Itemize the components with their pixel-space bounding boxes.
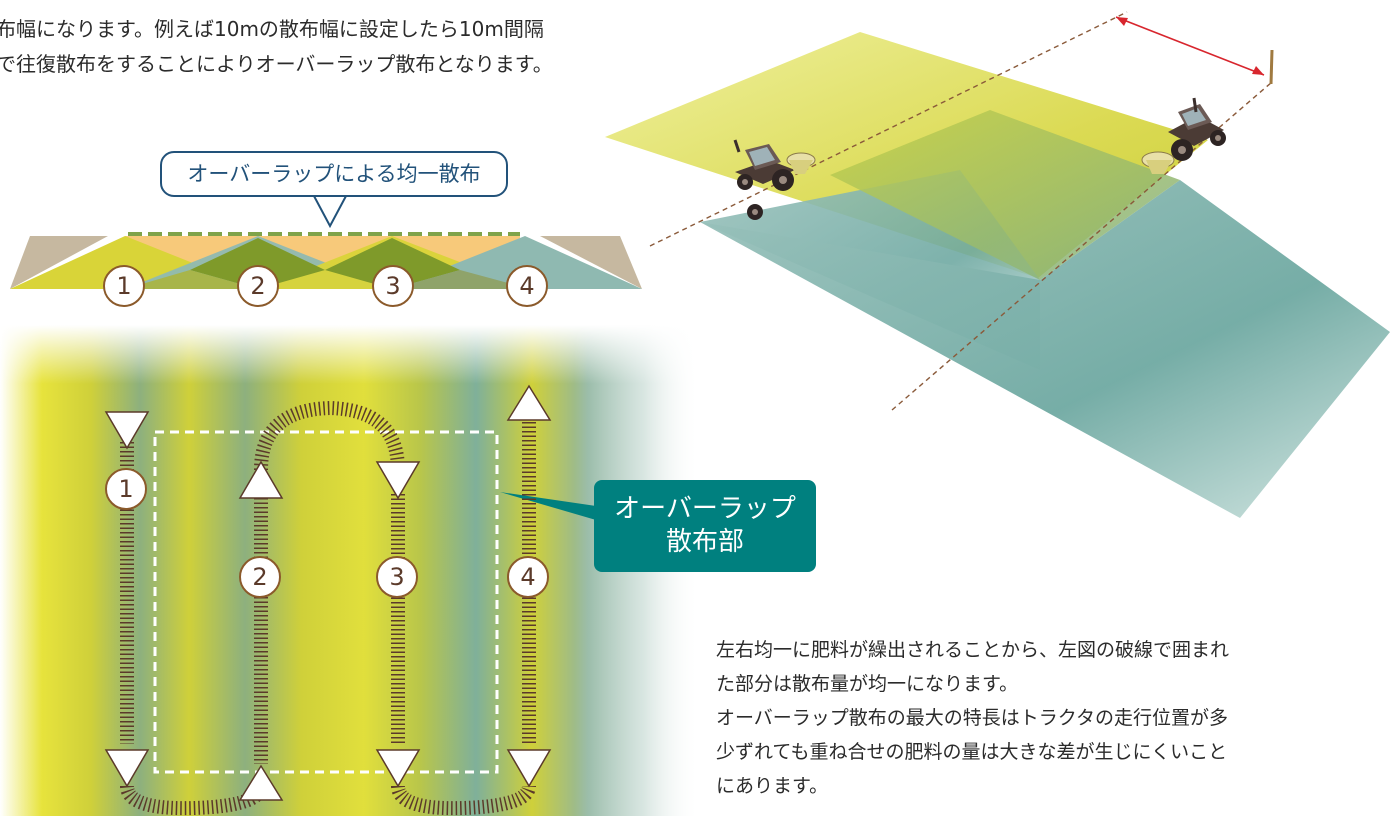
uniform-spread-callout: オーバーラップによる均一散布: [160, 151, 508, 197]
description-line-3: オーバーラップ散布の最大の特長はトラクタの走行位置が多: [716, 707, 1229, 729]
spread-width-arrow: [1115, 16, 1265, 76]
pass-number-2: 2: [237, 265, 279, 307]
ground-left: [10, 236, 108, 289]
description-line-5: にあります。: [716, 775, 829, 797]
pass-number-text: 1: [116, 272, 132, 300]
intro-line-2: で往復散布をすることによりオーバーラップ散布となります。: [0, 52, 553, 76]
description-line-2: た部分は散布量が均一になります。: [716, 673, 1019, 695]
ground-right: [540, 236, 642, 289]
callout-pointer: [313, 195, 347, 229]
description-text: 左右均一に肥料が繰出されることから、左図の破線で囲まれ た部分は散布量が均一にな…: [716, 633, 1376, 803]
overlap-label: オーバーラップ 散布部: [594, 480, 816, 572]
pass-number-text: 2: [250, 272, 266, 300]
field-pass-number-1: 1: [105, 468, 147, 510]
overlap-label-line-2: 散布部: [665, 527, 744, 557]
pass-number-text: 2: [252, 563, 268, 591]
pass-number-4: 4: [506, 265, 548, 307]
field-pass-number-3: 3: [376, 556, 418, 598]
description-line-4: 少ずれても重ね合せの肥料の量は大きな差が生じにくいこと: [716, 741, 1228, 763]
right-spread-teal: [700, 180, 1390, 518]
intro-line-1: 布幅になります。例えば10mの散布幅に設定したら10m間隔: [0, 17, 544, 41]
overlap-area-outline: [153, 430, 499, 774]
overlap-label-line-1: オーバーラップ: [614, 494, 796, 524]
arrow-up-4-top: [506, 384, 552, 421]
intro-text: 布幅になります。例えば10mの散布幅に設定したら10m間隔 で往復散布をすること…: [0, 12, 676, 82]
pass-number-text: 3: [385, 272, 401, 300]
arrow-down-4-bottom: [506, 749, 552, 788]
travel-line-left: [649, 11, 1128, 247]
arrow-up-2-bottom: [238, 764, 284, 801]
pass-number-text: 4: [520, 563, 536, 591]
tractor-right: [1141, 97, 1226, 174]
field-stake: [1269, 49, 1274, 85]
field-pass-number-4: 4: [507, 556, 549, 598]
description-line-1: 左右均一に肥料が繰出されることから、左図の破線で囲まれ: [716, 639, 1230, 661]
pass-number-text: 3: [389, 563, 405, 591]
tractor-left: [733, 139, 816, 220]
pass-number-text: 1: [118, 475, 134, 503]
arrow-down-3-top: [375, 461, 421, 500]
callout-text: オーバーラップによる均一散布: [187, 162, 481, 186]
arrow-down-1-bottom: [104, 749, 150, 788]
field-diagram: [0, 325, 700, 816]
pass-number-1: 1: [103, 265, 145, 307]
spread-3d-diagram: [605, 11, 1390, 518]
arrow-down-3-bottom: [375, 749, 421, 788]
arrow-down-1-top: [104, 411, 150, 450]
pass-number-text: 4: [519, 272, 535, 300]
pass-number-3: 3: [372, 265, 414, 307]
field-pass-number-2: 2: [239, 556, 281, 598]
direction-arrows: [104, 384, 552, 801]
cross-section-diagram: [10, 232, 642, 289]
arrow-up-2-top: [238, 460, 284, 499]
